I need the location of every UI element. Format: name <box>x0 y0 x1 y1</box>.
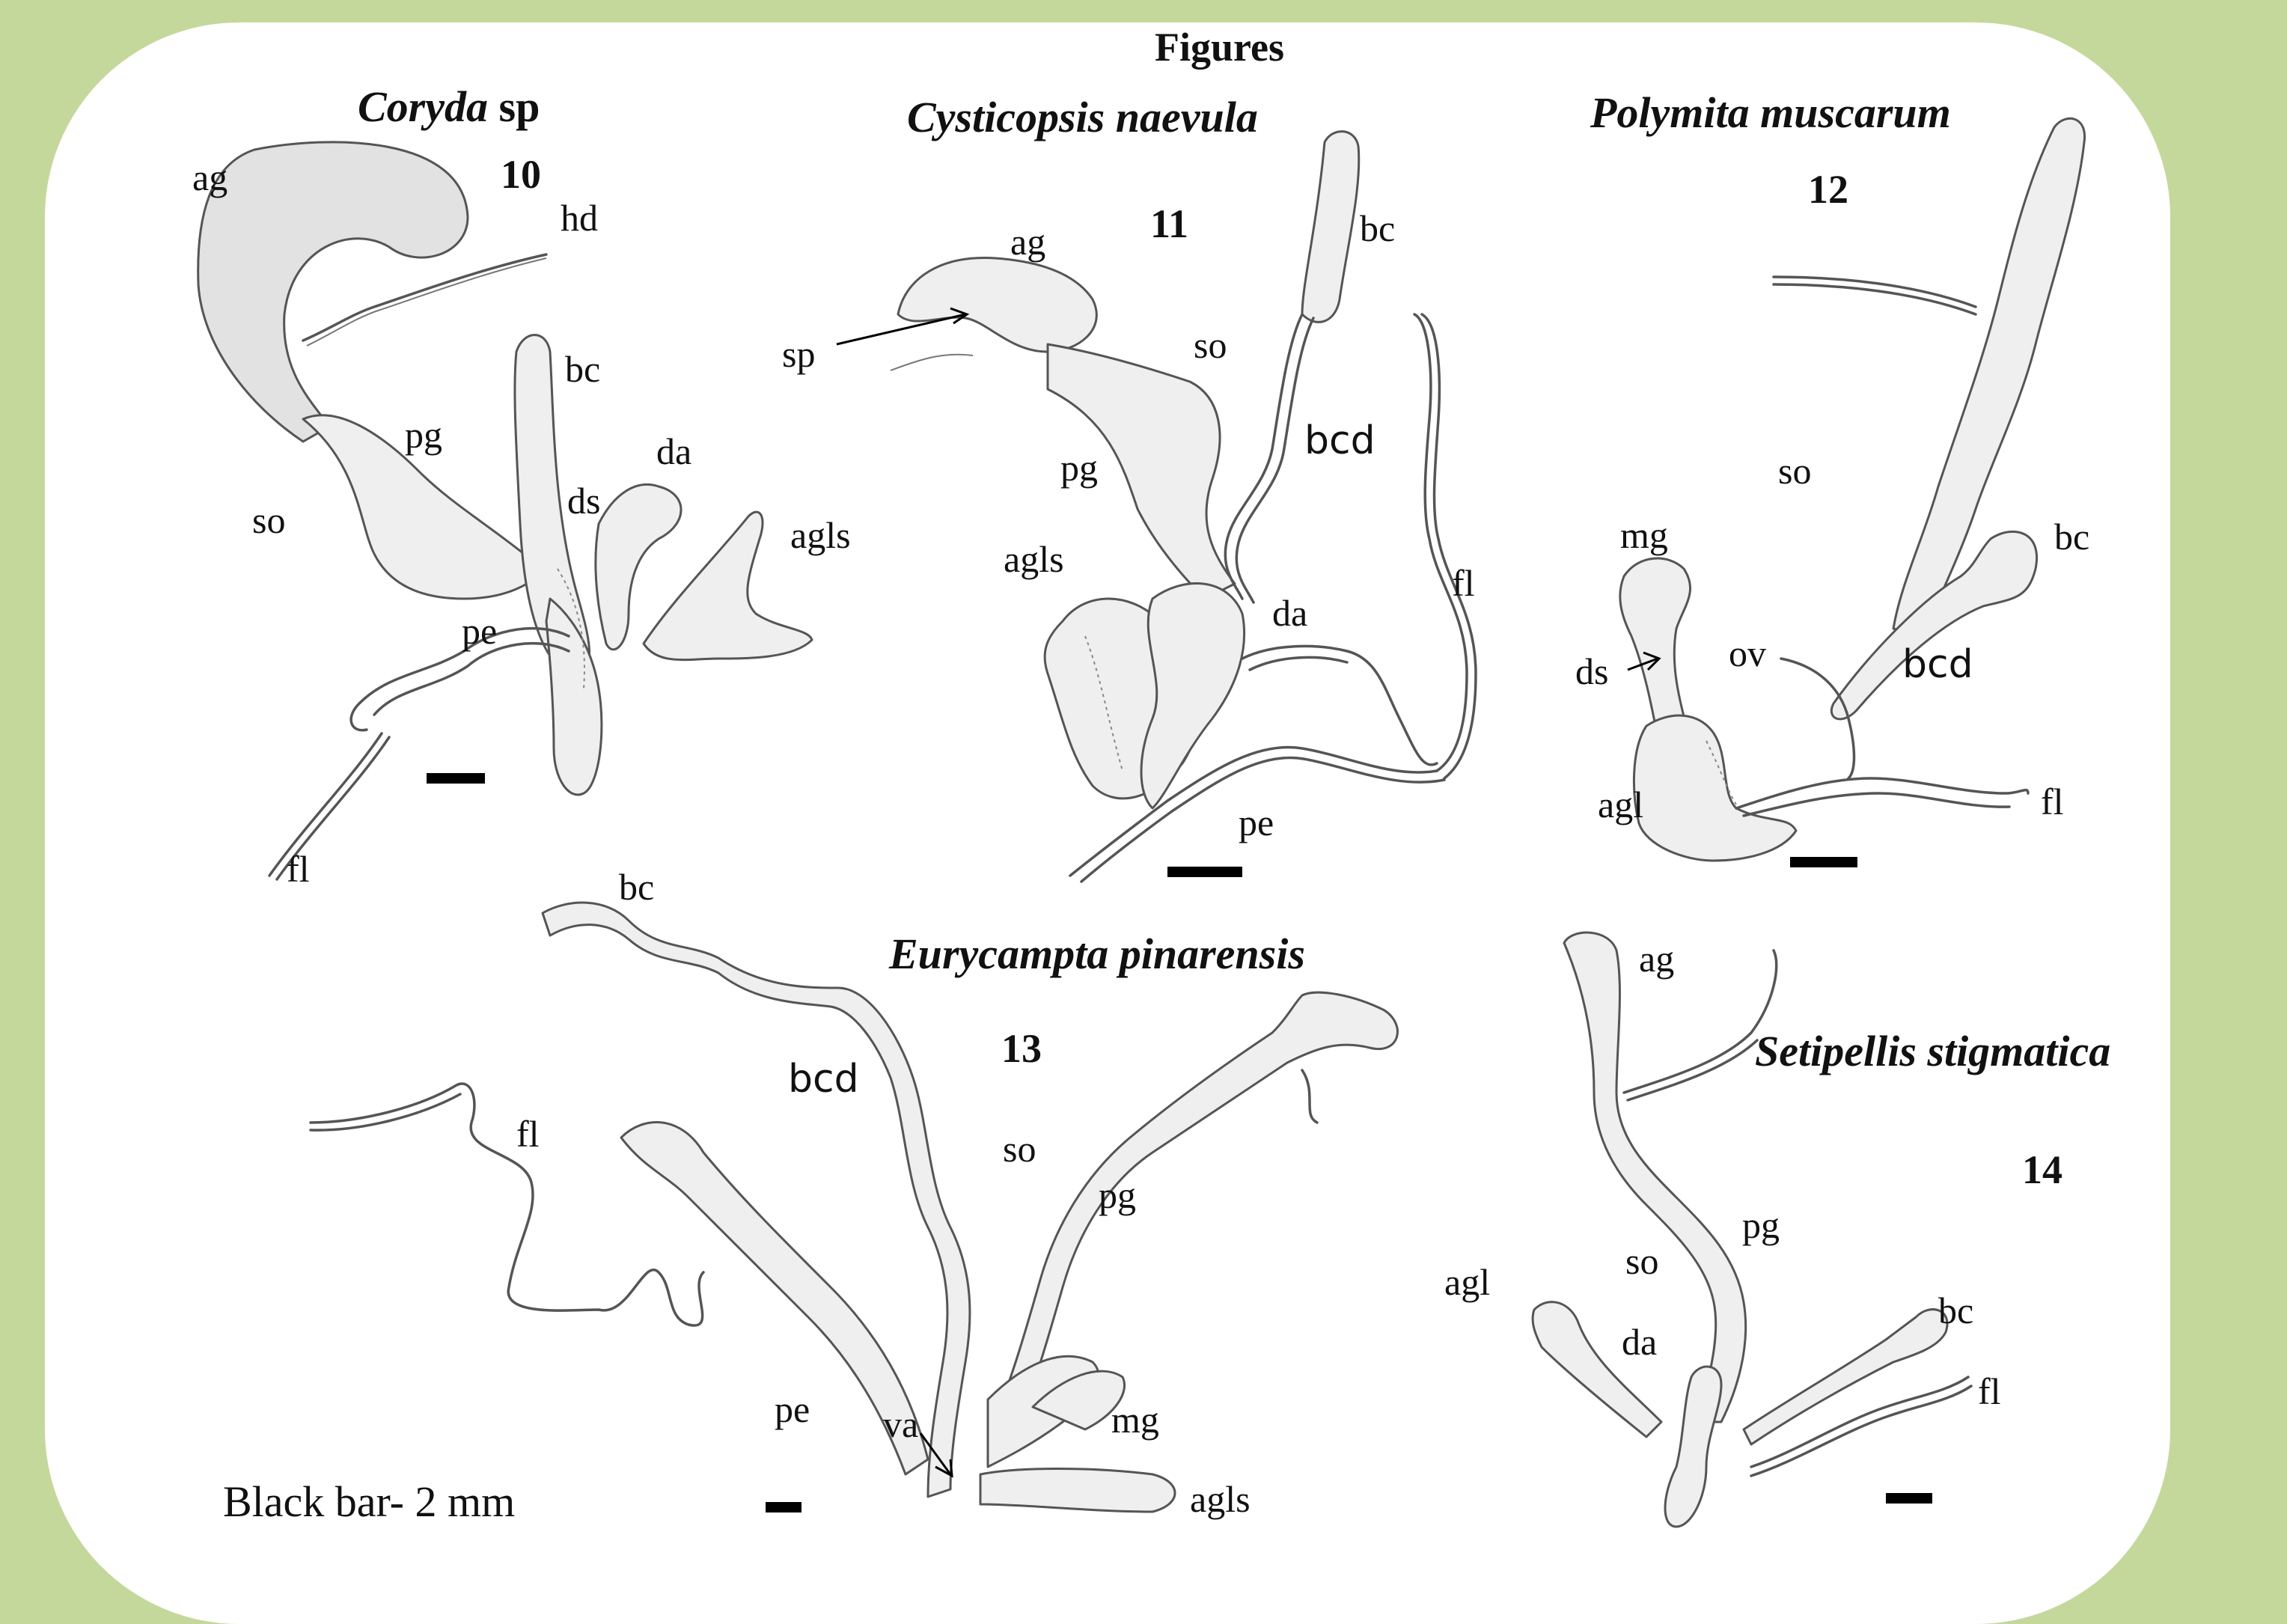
figure-14-title: Setipellis stigmatica <box>1755 1030 2110 1073</box>
figure-13-number: 13 <box>1001 1028 1042 1069</box>
figure-11-label-bc: bc <box>1360 210 1395 247</box>
figure-10-label-so: so <box>252 501 285 539</box>
figure-14-label-pg: pg <box>1742 1206 1780 1244</box>
figure-12-label-fl: fl <box>2041 783 2064 820</box>
figure-11-label-ag: ag <box>1010 223 1045 260</box>
figure-11-label-so: so <box>1194 326 1227 364</box>
scale-bar-note: Black bar- 2 mm <box>223 1480 515 1524</box>
figure-12-label-ov: ov <box>1729 635 1766 672</box>
figure-12-label-mg: mg <box>1620 516 1668 554</box>
figure-11-label-fl: fl <box>1452 564 1475 602</box>
figure-12-title: Polymita muscarum <box>1590 91 1951 135</box>
figure-13-label-pg: pg <box>1099 1176 1136 1214</box>
figure-10-drawing <box>198 142 812 879</box>
figure-12-drawing <box>1620 118 2085 867</box>
figure-13-label-bcd: bcd <box>788 1060 859 1099</box>
figure-13-label-va: va <box>883 1405 918 1443</box>
figure-12-number: 12 <box>1808 169 1848 210</box>
figure-14-label-bc: bc <box>1938 1292 1973 1329</box>
figure-10-number: 10 <box>501 154 541 195</box>
figure-10-label-ds: ds <box>567 482 600 519</box>
figure-10-title-plain: sp <box>488 82 540 131</box>
figure-11-label-agls: agls <box>1004 540 1064 578</box>
figure-10-label-pg: pg <box>405 416 442 454</box>
figure-11-label-pg: pg <box>1060 449 1098 486</box>
figure-11-title: Cysticopsis naevula <box>907 96 1258 139</box>
figure-10-label-fl: fl <box>287 850 310 888</box>
figure-13-label-pe: pe <box>775 1391 810 1428</box>
figure-12-label-ds: ds <box>1575 653 1608 690</box>
figure-12-label-bcd: bcd <box>1902 645 1973 684</box>
figure-14-label-da: da <box>1622 1323 1657 1361</box>
figure-10-title: Coryda sp <box>358 85 540 129</box>
figure-10-label-ag: ag <box>192 159 228 196</box>
figure-12-label-bc: bc <box>2054 518 2089 555</box>
figure-13-drawing <box>311 903 1397 1512</box>
figure-10-title-italic: Coryda <box>358 82 488 131</box>
figure-10-label-pe: pe <box>462 612 497 650</box>
figure-11-label-pe: pe <box>1239 804 1274 841</box>
figure-13-label-so: so <box>1003 1130 1036 1167</box>
figure-10-label-da: da <box>656 433 691 470</box>
figure-11-label-da: da <box>1272 594 1307 632</box>
figures-heading: Figures <box>1155 27 1284 67</box>
figure-11-number: 11 <box>1150 204 1188 244</box>
figure-13-title: Eurycampta pinarensis <box>889 932 1305 976</box>
figure-14-label-fl: fl <box>1978 1373 2001 1410</box>
figure-13-label-mg: mg <box>1111 1401 1159 1438</box>
figure-11-label-sp: sp <box>782 335 815 373</box>
figure-13-label-bc: bc <box>619 868 654 906</box>
figure-14-label-agl: agl <box>1444 1263 1490 1301</box>
figure-10-label-hd: hd <box>561 199 598 236</box>
figure-10-label-agls: agls <box>790 516 851 554</box>
figure-13-label-fl: fl <box>516 1115 540 1153</box>
figure-13-label-agls: agls <box>1190 1480 1251 1518</box>
figure-14-label-so: so <box>1625 1242 1658 1280</box>
figure-12-label-agl: agl <box>1598 786 1643 823</box>
figure-11-label-bcd: bcd <box>1304 421 1375 460</box>
figure-14-label-ag: ag <box>1639 940 1674 977</box>
figure-12-label-so: so <box>1778 452 1811 489</box>
figure-10-label-bc: bc <box>565 350 600 388</box>
figure-14-number: 14 <box>2022 1150 2062 1190</box>
